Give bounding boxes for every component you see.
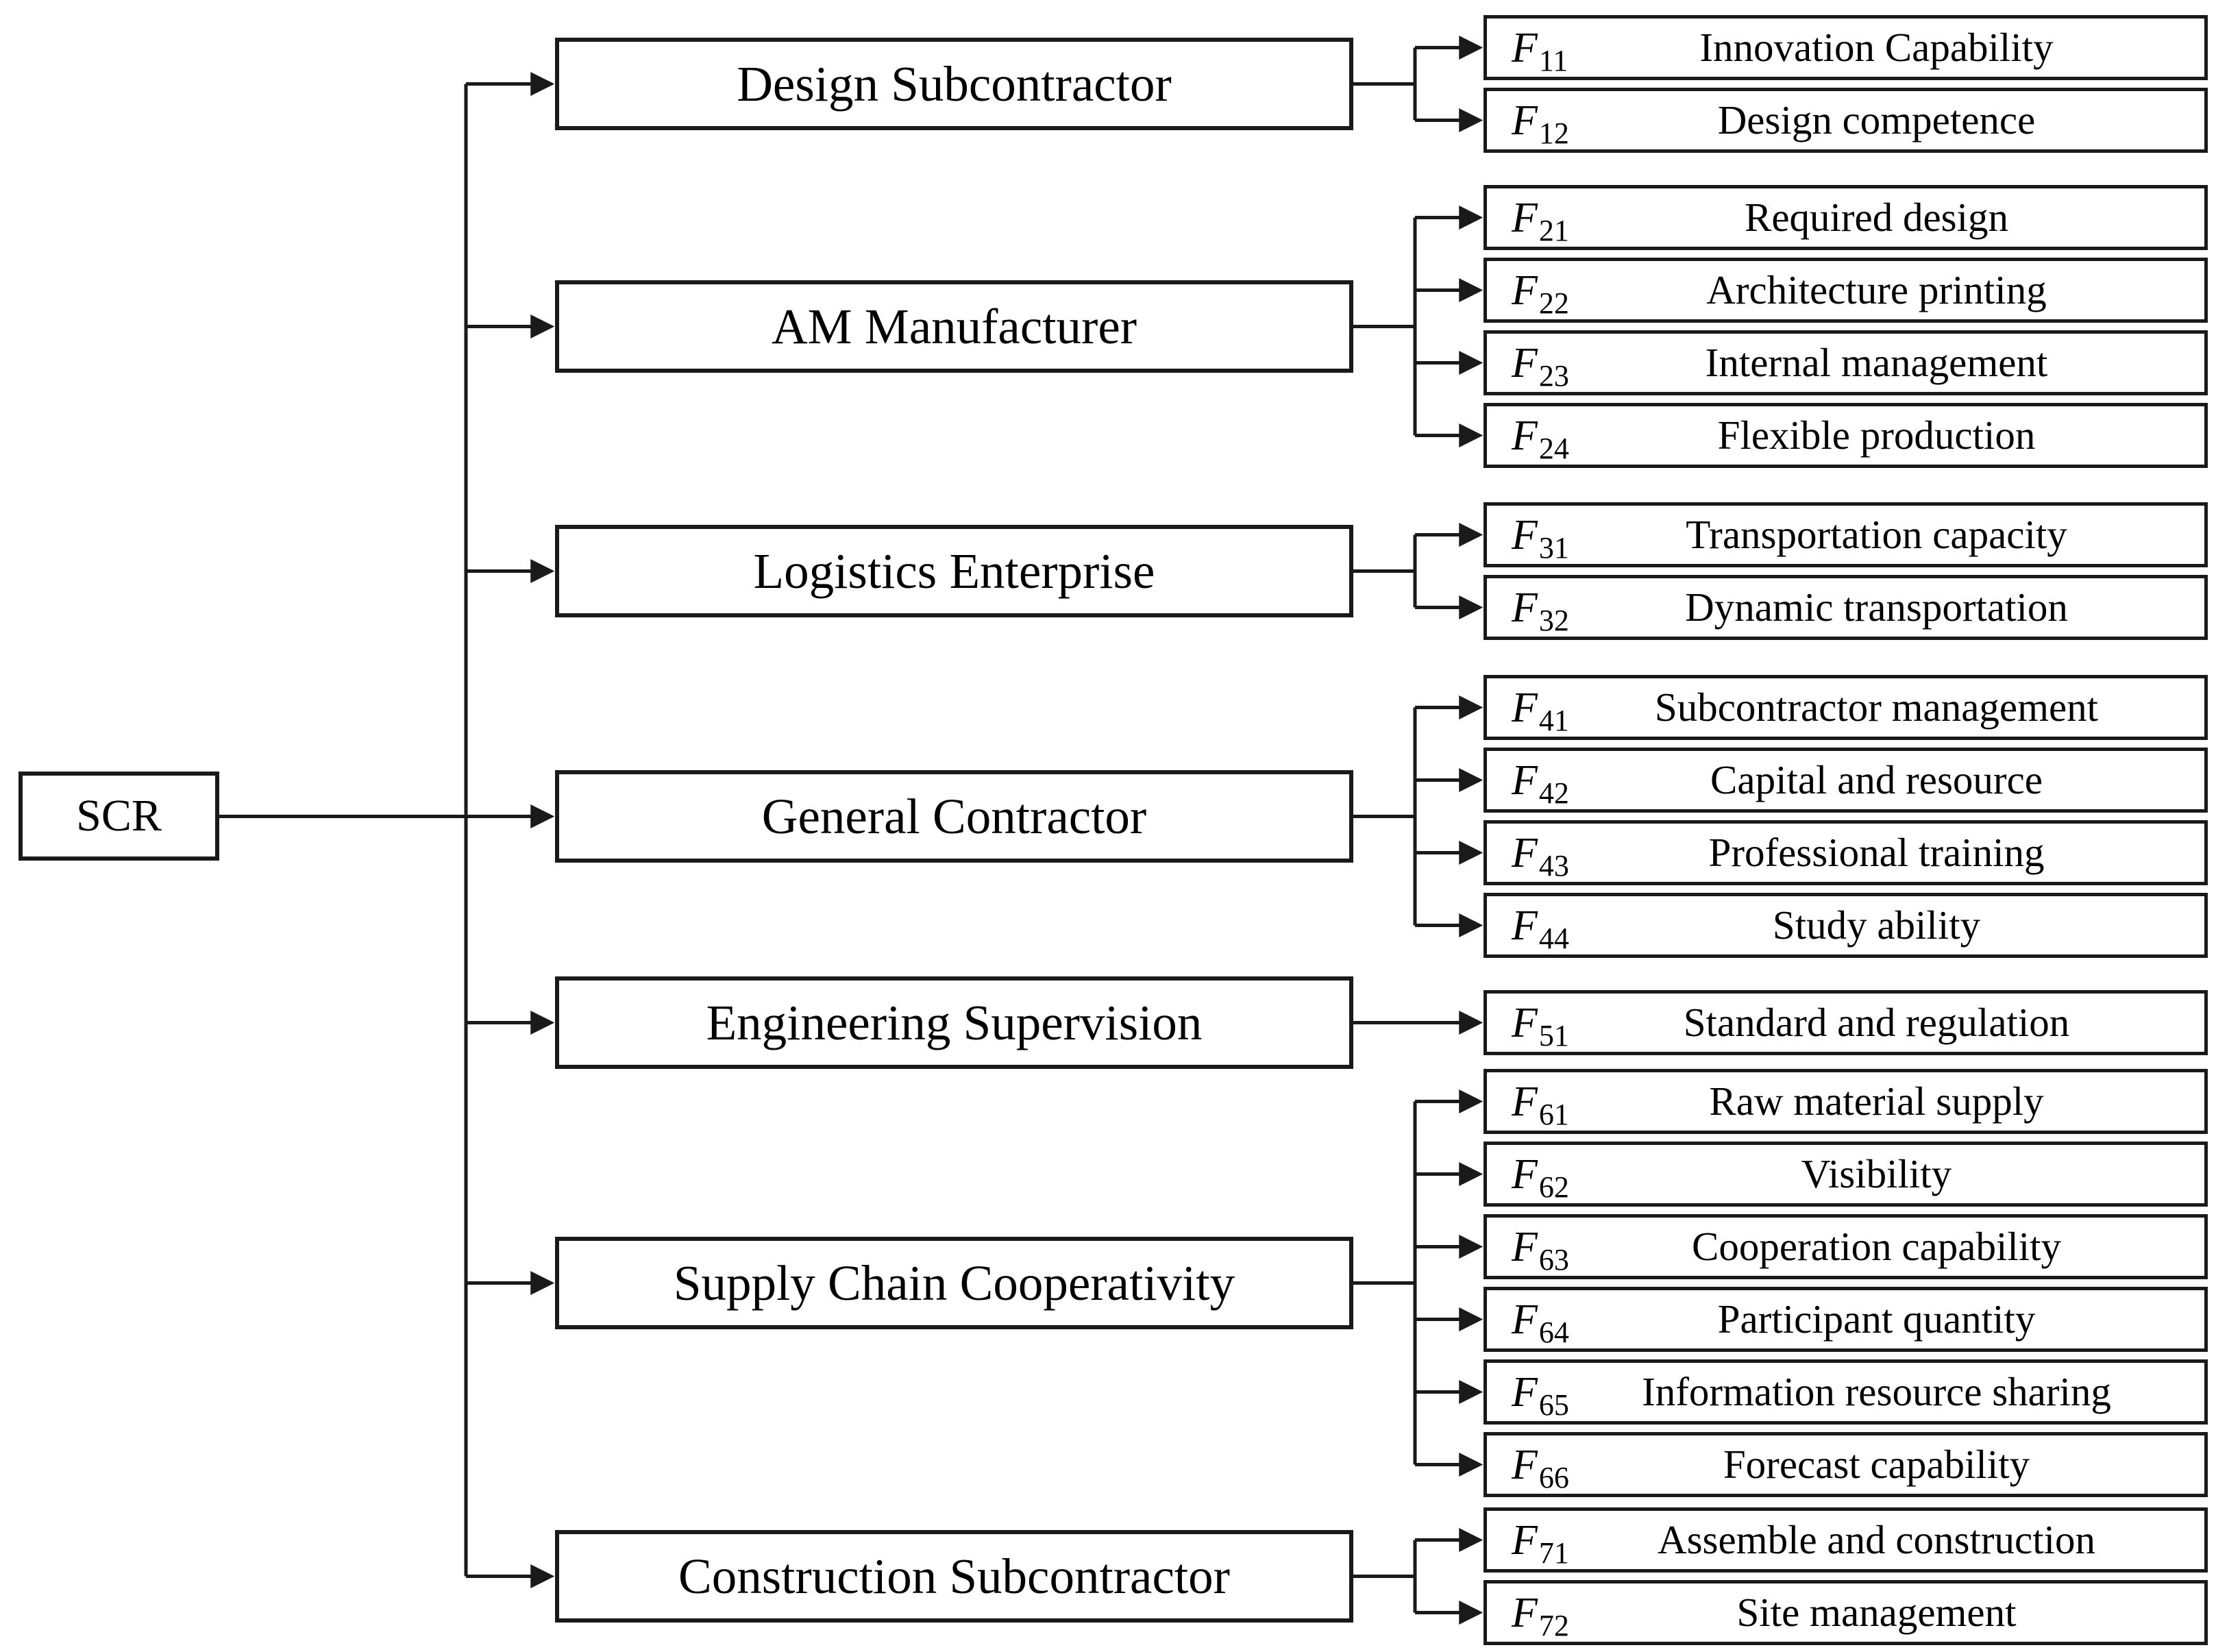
factor-label: Cooperation capability	[1691, 1224, 2062, 1269]
factor-label: Transportation capacity	[1686, 512, 2067, 557]
factor-symbol: F64	[1512, 1296, 1569, 1349]
factor-label: Site management	[1736, 1590, 2017, 1635]
factor-f22: F22 Architecture printing	[1484, 258, 2208, 323]
factor-symbol: F12	[1512, 97, 1569, 150]
factor-label: Architecture printing	[1706, 267, 2047, 312]
factor-f62: F62 Visibility	[1484, 1142, 2208, 1207]
category-am-manufacturer: AM Manufacturer	[555, 280, 1353, 373]
factor-label: Raw material supply	[1709, 1078, 2044, 1124]
factor-f71: F71 Assemble and construction	[1484, 1507, 2208, 1573]
factor-label: Innovation Capability	[1699, 25, 2054, 70]
factor-f41: F41 Subcontractor management	[1484, 675, 2208, 740]
factor-f31: F31 Transportation capacity	[1484, 502, 2208, 567]
factor-symbol: F61	[1512, 1078, 1569, 1131]
factor-symbol: F65	[1512, 1368, 1569, 1422]
factor-label: Study ability	[1772, 902, 1981, 948]
category-supply-chain-cooperativity: Supply Chain Cooperativity	[555, 1237, 1353, 1329]
factor-symbol: F72	[1512, 1589, 1569, 1642]
factor-label: Subcontractor management	[1654, 685, 2099, 730]
factor-f43: F43 Professional training	[1484, 820, 2208, 885]
factor-label: Flexible production	[1717, 412, 2036, 458]
factor-f51: F51 Standard and regulation	[1484, 990, 2208, 1055]
factor-label: Capital and resource	[1710, 757, 2043, 802]
factor-f24: F24 Flexible production	[1484, 403, 2208, 468]
factor-f63: F63 Cooperation capability	[1484, 1214, 2208, 1279]
factor-f66: F66 Forecast capability	[1484, 1432, 2208, 1497]
factor-label: Forecast capability	[1723, 1442, 2030, 1487]
factor-symbol: F22	[1512, 267, 1569, 320]
factor-label: Visibility	[1801, 1151, 1952, 1196]
factor-label: Internal management	[1705, 340, 2048, 385]
factor-label: Design competence	[1717, 97, 2036, 143]
category-design-subcontractor: Design Subcontractor	[555, 38, 1353, 130]
category-construction-subcontractor: Construction Subcontractor	[555, 1530, 1353, 1623]
factor-symbol: F42	[1512, 756, 1569, 810]
factor-f65: F65 Information resource sharing	[1484, 1359, 2208, 1425]
factor-symbol: F41	[1512, 684, 1569, 737]
factor-symbol: F51	[1512, 999, 1569, 1052]
factor-label: Dynamic transportation	[1685, 584, 2068, 630]
factor-symbol: F23	[1512, 339, 1569, 393]
factor-f23: F23 Internal management	[1484, 330, 2208, 395]
factor-label: Participant quantity	[1717, 1296, 2036, 1342]
factor-label: Information resource sharing	[1642, 1369, 2111, 1414]
factor-f61: F61 Raw material supply	[1484, 1069, 2208, 1134]
category-engineering-supervision: Engineering Supervision	[555, 976, 1353, 1069]
factor-f72: F72 Site management	[1484, 1580, 2208, 1645]
factor-symbol: F43	[1512, 829, 1569, 883]
factor-label: Required design	[1744, 195, 2009, 240]
factor-f42: F42 Capital and resource	[1484, 748, 2208, 813]
factor-f11: F11 Innovation Capability	[1484, 15, 2208, 80]
factor-symbol: F62	[1512, 1150, 1569, 1204]
category-general-contractor: General Contractor	[555, 770, 1353, 863]
category-logistics-enterprise: Logistics Enterprise	[555, 525, 1353, 617]
factor-symbol: F24	[1512, 412, 1569, 465]
factor-label: Standard and regulation	[1683, 1000, 2070, 1045]
factor-f44: F44 Study ability	[1484, 893, 2208, 958]
factor-label: Assemble and construction	[1657, 1517, 2096, 1562]
factor-f32: F32 Dynamic transportation	[1484, 575, 2208, 640]
scr-root-box: SCR	[19, 772, 219, 861]
factor-f21: F21 Required design	[1484, 185, 2208, 250]
factor-label: Professional training	[1708, 830, 2045, 875]
factor-symbol: F21	[1512, 194, 1569, 247]
factor-symbol: F32	[1512, 584, 1569, 637]
factor-symbol: F71	[1512, 1516, 1569, 1570]
factor-f64: F64 Participant quantity	[1484, 1287, 2208, 1352]
factor-symbol: F63	[1512, 1223, 1569, 1277]
factor-symbol: F44	[1512, 902, 1569, 955]
factor-f12: F12 Design competence	[1484, 88, 2208, 153]
factor-symbol: F11	[1512, 24, 1568, 77]
factor-symbol: F66	[1512, 1441, 1569, 1494]
factor-symbol: F31	[1512, 511, 1569, 565]
